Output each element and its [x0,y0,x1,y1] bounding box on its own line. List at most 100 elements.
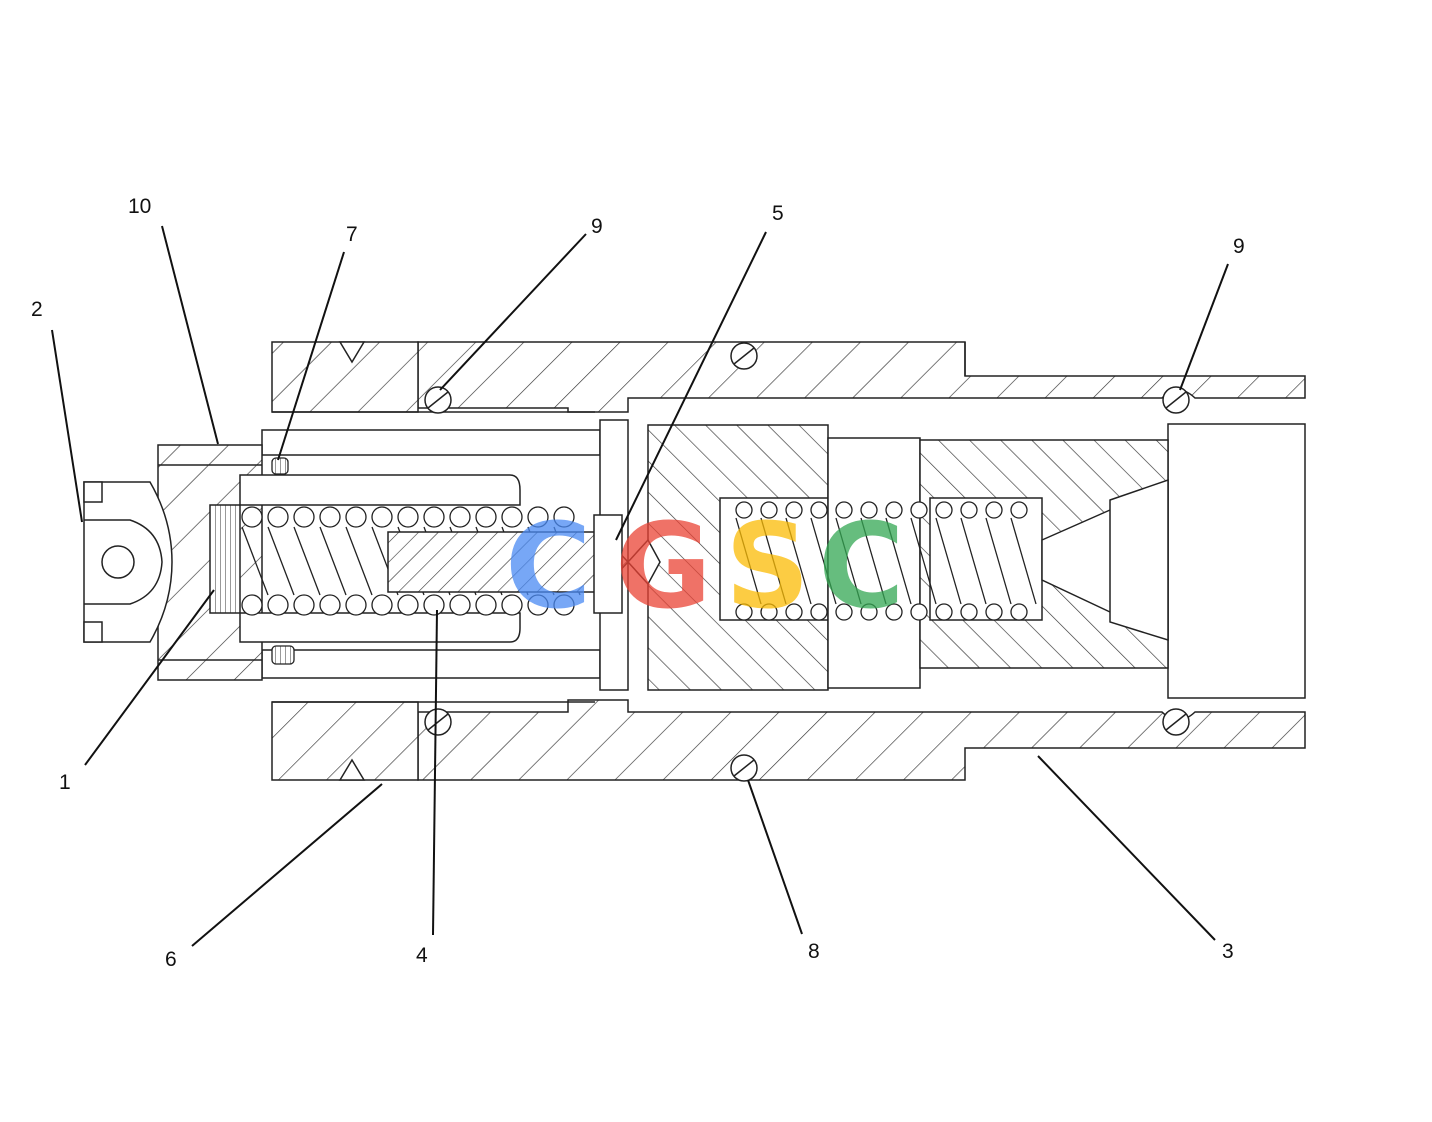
spring-coil-wire [1010,517,1037,605]
spring-coil [885,501,903,519]
spring-coil-wire [810,517,837,605]
callout-8: 8 [808,940,820,963]
leader-3 [1037,755,1216,941]
cap [83,481,173,643]
pilot-poppet [387,514,630,614]
leader-lines [51,225,1229,947]
spring-coil [785,501,803,519]
spring-coil [885,603,903,621]
spring-coil [910,603,928,621]
o-rings [424,342,1190,782]
spring-coil [423,506,445,528]
spring-coil [397,506,419,528]
leader-9a [439,233,587,391]
spring-coil [735,603,753,621]
spring-coil [735,501,753,519]
spring-coil [810,603,828,621]
spring-coil [345,506,367,528]
seal-7-top [271,457,289,475]
leader-2 [51,329,83,523]
spring-coil [371,506,393,528]
piston [919,439,1169,669]
spring-coil-wire [735,517,762,605]
spring-coil [501,594,523,616]
watermark-letter-c1: C [505,497,592,635]
spring-coil [860,603,878,621]
spring-coil [319,506,341,528]
spring-coil [760,501,778,519]
valve-body [417,341,1306,781]
spring-coil [423,594,445,616]
watermark-letter-c2: C [818,497,905,635]
spring-coil-wire [319,526,347,596]
spring-coil [985,501,1003,519]
spring-coil [985,603,1003,621]
spring-coil-wire [885,517,912,605]
inner-sleeve [261,419,629,691]
spring-coil [475,594,497,616]
spring-coil-wire [985,517,1012,605]
spring-coil [860,501,878,519]
pilot-spring [241,506,581,616]
callout-6: 6 [165,948,177,971]
spring-coil [910,501,928,519]
spring-coil [760,603,778,621]
watermark: C G S C [505,497,905,635]
spring-coil [527,506,549,528]
spring-housing [239,474,521,643]
spring-coil [960,603,978,621]
leader-5 [615,231,767,541]
spring-coil-wire [760,517,787,605]
watermark-letter-g: G [615,497,712,635]
leader-10 [161,225,219,445]
leader-8 [747,779,803,935]
spring-coil [267,594,289,616]
spring-coil [835,501,853,519]
spring-coil [835,603,853,621]
leader-9b [1179,263,1229,391]
spring-coil [960,501,978,519]
spring-coil [527,594,549,616]
spring-coil-wire [935,517,962,605]
spring-coil-wire [960,517,987,605]
leader-4 [432,609,438,936]
spring-coil [553,506,575,528]
spring-coil [935,501,953,519]
leader-1 [84,589,215,766]
spring-coil-wire [910,517,937,605]
leader-7 [277,251,345,461]
spring-coil-wire [267,526,295,596]
spring-coil [475,506,497,528]
callout-4: 4 [416,944,428,967]
callout-2: 2 [31,298,43,321]
spring-coil [293,594,315,616]
spring-coil [501,506,523,528]
callout-9-top: 9 [591,215,603,238]
spring-coil [785,603,803,621]
watermark-letter-s: S [725,497,810,635]
adjusting-nut [271,341,595,781]
spring-coil [371,594,393,616]
callout-labels: 1 2 3 4 5 6 7 8 9 9 10 [31,195,1245,971]
spring-coil [241,594,263,616]
spring-coil-wire [345,526,373,596]
spring-coil [810,501,828,519]
callout-7: 7 [346,223,358,246]
main-spring [735,501,1037,621]
callout-3: 3 [1222,940,1234,963]
spring-coil [1010,603,1028,621]
spring-coil [935,603,953,621]
spring-coil [397,594,419,616]
spring-coil [241,506,263,528]
spring-coil [449,506,471,528]
spring-coil-wire [293,526,321,596]
callout-1: 1 [59,771,71,794]
seal-7-bottom [271,645,295,665]
spring-coil-wire [860,517,887,605]
callout-5: 5 [772,202,784,225]
main-poppet [626,424,829,691]
spring-coil-wire [835,517,862,605]
callout-10: 10 [128,195,151,218]
spring-coil [345,594,367,616]
